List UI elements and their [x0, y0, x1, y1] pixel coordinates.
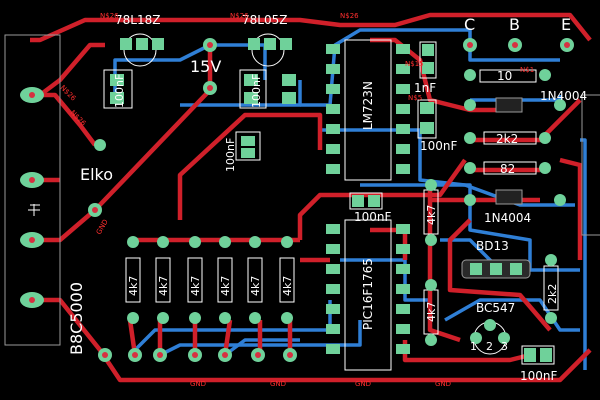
bottom-trace-regulators — [113, 43, 267, 100]
label-res-1: 4k7 — [127, 276, 140, 296]
label-100nf-c: 100nF — [224, 138, 237, 172]
label-pin-c: C — [464, 15, 475, 34]
net-label-gnd-2: GND — [270, 380, 286, 388]
label-res-2: 4k7 — [157, 276, 170, 296]
label-lm723n: LM723N — [361, 81, 375, 130]
ic-pic16f1765-outline — [344, 219, 392, 371]
label-pin-3: 3 — [501, 340, 508, 353]
top-trace-mid-block — [177, 112, 323, 220]
res-2k2-a-outline — [483, 131, 537, 145]
label-bd13: BD13 — [476, 239, 509, 253]
top-trace-resistor-drops — [127, 319, 293, 356]
right-connector-outline — [581, 94, 600, 236]
res-array-3 — [187, 257, 203, 303]
bottom-trace-bc547 — [444, 298, 580, 332]
label-voltage: 15V — [190, 57, 221, 76]
bottom-trace-lower-3 — [223, 338, 300, 357]
res-82-outline — [483, 161, 537, 175]
cap-100nf-e-outline — [349, 192, 383, 210]
capacitor-pads — [110, 44, 552, 362]
net-label-gnd-4: GND — [435, 380, 451, 388]
res-array-4 — [217, 257, 233, 303]
top-trace-right-bus — [559, 157, 583, 260]
label-res-6: 4k7 — [281, 276, 294, 296]
bottom-trace-lower-2 — [159, 320, 362, 357]
label-r10: 10 — [497, 69, 512, 83]
cap-100nf-d-outline — [417, 99, 437, 139]
top-trace-lower-right — [402, 340, 531, 363]
res-array-1 — [125, 257, 141, 303]
res-array-5 — [247, 257, 263, 303]
silkscreen-text: 78L18Z 78L05Z 15V Elko C B E 1nF 100nF 1… — [67, 13, 587, 383]
net-label-gnd-3: GND — [355, 380, 371, 388]
diode-1n4004-top-body — [495, 97, 523, 113]
net-label-n5: N$5 — [408, 94, 422, 102]
ic-lm723n-outline — [344, 39, 392, 181]
label-2k2-b: 2k2 — [546, 284, 559, 304]
top-trace-n26-left — [38, 42, 105, 97]
elko-keepout — [4, 34, 61, 346]
res-10-outline — [479, 69, 537, 83]
net-label-n26-1: N$26 — [100, 12, 119, 20]
resistor-row-top-pads — [127, 236, 293, 324]
label-res-4: 4k7 — [219, 276, 232, 296]
net-label-n26-3: N$26 — [340, 12, 359, 20]
label-pin-2: 2 — [486, 340, 493, 353]
net-label-n15: N$15 — [405, 60, 424, 68]
label-bridge: B8C5000 — [67, 282, 86, 355]
label-pin-1: 1 — [470, 340, 477, 353]
label-100nf-f: 100nF — [520, 369, 558, 383]
label-pin-b: B — [509, 15, 520, 34]
diode-1n4004-bottom-body — [495, 189, 523, 205]
cap-100nf-a-outline — [103, 69, 133, 109]
label-pic16f1765: PIC16F1765 — [361, 258, 375, 330]
label-100nf-a: 100nF — [113, 74, 126, 108]
right-side-pads — [88, 38, 574, 346]
cap-100nf-c-outline — [235, 131, 261, 161]
label-4k7-a: 4k7 — [425, 205, 438, 225]
label-1n4004-b: 1N4004 — [484, 211, 531, 225]
label-100nf-b: 100nF — [250, 74, 263, 108]
bridge-pads — [20, 87, 44, 308]
label-1nf: 1nF — [414, 81, 436, 95]
pad-holes — [29, 42, 570, 358]
net-label-n1: N$1 — [520, 66, 534, 74]
res-array-2 — [155, 257, 171, 303]
top-copper-layer — [30, 12, 592, 383]
label-reg2: 78L05Z — [242, 13, 287, 27]
label-res-5: 4k7 — [249, 276, 262, 296]
top-trace-pic-to-opamp — [297, 158, 467, 240]
label-reg1: 78L18Z — [115, 13, 160, 27]
top-trace-bd13-down — [447, 218, 552, 332]
regulator-pads — [120, 38, 292, 50]
label-pin-e: E — [561, 15, 571, 34]
net-label-gnd-1: GND — [190, 380, 206, 388]
label-1n4004-a: 1N4004 — [540, 89, 587, 103]
label-res-3: 4k7 — [189, 276, 202, 296]
top-trace-gnd-main — [30, 297, 592, 383]
cap-1nf-outline — [419, 41, 437, 79]
net-label-n26-2: N$26 — [230, 12, 249, 20]
pads-layer — [20, 38, 574, 362]
label-elko: Elko — [80, 165, 113, 184]
cap-100nf-b-outline — [239, 69, 267, 109]
cap-100nf-f-outline — [521, 345, 555, 365]
label-82: 82 — [500, 162, 515, 176]
res-array-6 — [279, 257, 295, 303]
bottom-trace-mid-right — [360, 183, 580, 272]
label-4k7-b: 4k7 — [425, 302, 438, 322]
bottom-trace-pic-bus — [340, 258, 430, 302]
label-100nf-d: 100nF — [420, 139, 458, 153]
bottom-trace-lower-1 — [133, 300, 332, 352]
label-100nf-e: 100nF — [354, 210, 392, 224]
net-label-gnd-5: GND — [95, 218, 110, 236]
label-2k2-a: 2k2 — [496, 132, 518, 146]
top-trace-n26-top — [30, 12, 592, 43]
lm723n-pads — [326, 44, 410, 174]
label-bc547: BC547 — [476, 301, 515, 315]
pic-pads — [326, 224, 410, 354]
